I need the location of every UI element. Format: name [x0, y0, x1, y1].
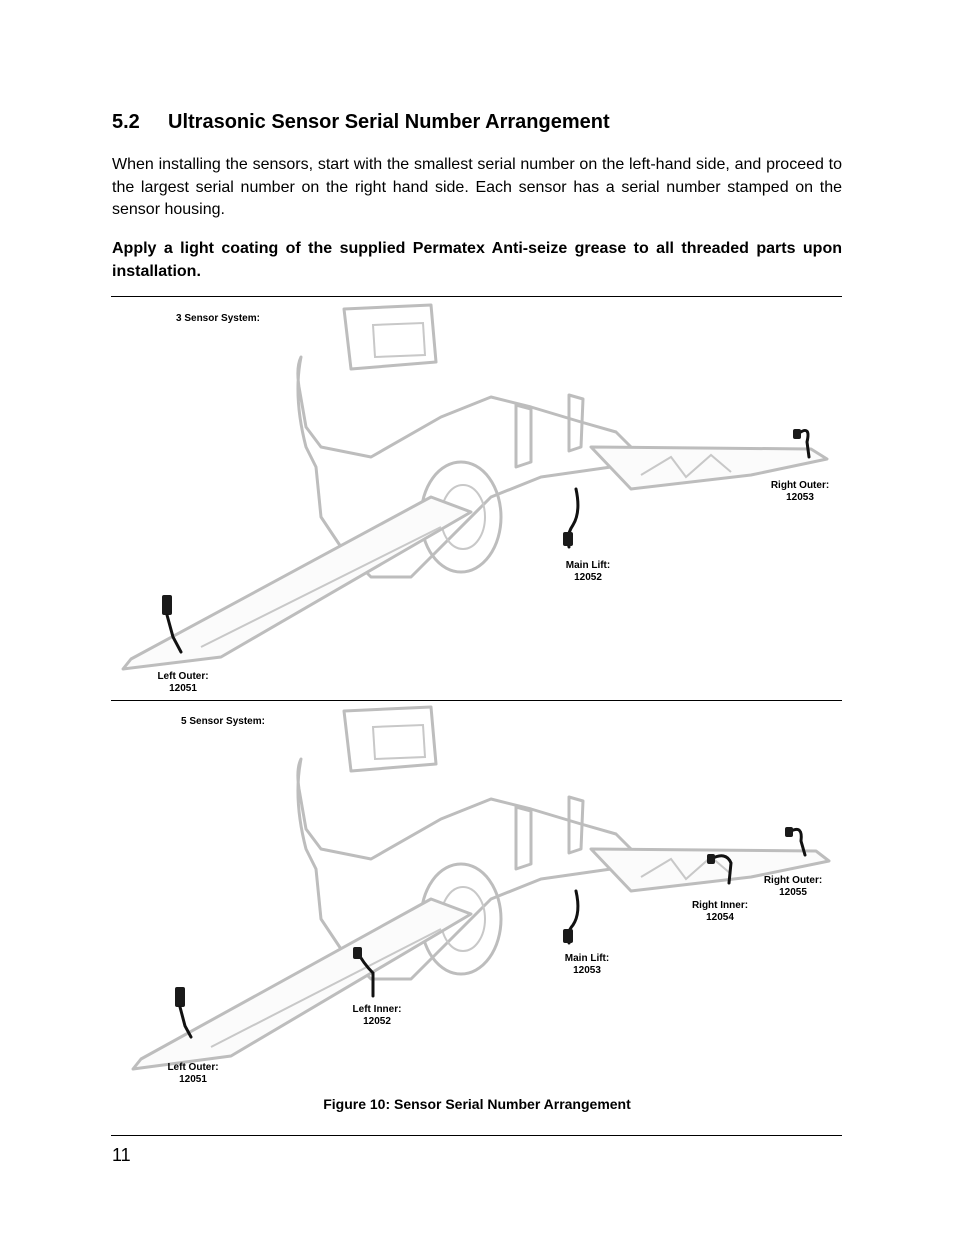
sensor-serial: 12051	[157, 683, 208, 695]
sensor-serial: 12055	[764, 887, 822, 899]
sensor-serial: 12053	[771, 492, 829, 504]
five-sensor-system-label: 5 Sensor System:	[181, 716, 265, 727]
figure-caption: Figure 10: Sensor Serial Number Arrangem…	[0, 1096, 954, 1112]
five-right-outer-callout: Right Outer: 12055	[764, 875, 822, 899]
five-main-lift-callout: Main Lift: 12053	[565, 953, 609, 977]
sensor-name: Main Lift:	[565, 953, 609, 965]
sensor-name: Right Outer:	[771, 480, 829, 492]
sensor-name: Main Lift:	[566, 560, 610, 572]
three-main-lift-callout: Main Lift: 12052	[566, 560, 610, 584]
main-lift-sensor	[563, 489, 578, 547]
intro-paragraph: When installing the sensors, start with …	[112, 154, 842, 222]
three-sensor-sprayer-drawing	[111, 297, 842, 700]
cab-outline	[344, 305, 436, 369]
sensor-name: Right Outer:	[764, 875, 822, 887]
section-title: Ultrasonic Sensor Serial Number Arrangem…	[168, 111, 610, 133]
sensor-name: Left Outer:	[167, 1062, 218, 1074]
left-boom	[133, 899, 471, 1069]
footer-rule	[111, 1135, 842, 1136]
sensor-name: Right Inner:	[692, 900, 748, 912]
five-sensor-figure: 5 Sensor System: Left Outer: 12051 Left …	[111, 701, 842, 1091]
five-sensor-sprayer-drawing	[111, 701, 842, 1091]
three-right-outer-callout: Right Outer: 12053	[771, 480, 829, 504]
section-number: 5.2	[112, 111, 168, 134]
sensor-name: Left Inner:	[353, 1004, 402, 1016]
three-left-outer-callout: Left Outer: 12051	[157, 671, 208, 695]
sensor-serial: 12052	[353, 1016, 402, 1028]
sensor-name: Left Outer:	[157, 671, 208, 683]
five-left-inner-callout: Left Inner: 12052	[353, 1004, 402, 1028]
cab-outline	[344, 707, 436, 771]
sensor-serial: 12054	[692, 912, 748, 924]
sensor-serial: 12053	[565, 965, 609, 977]
page-number: 11	[112, 1145, 131, 1166]
five-left-outer-callout: Left Outer: 12051	[167, 1062, 218, 1086]
main-lift-sensor	[563, 891, 578, 943]
left-outer-sensor	[175, 987, 191, 1037]
five-right-inner-callout: Right Inner: 12054	[692, 900, 748, 924]
sensor-serial: 12051	[167, 1074, 218, 1086]
sensor-serial: 12052	[566, 572, 610, 584]
three-sensor-system-label: 3 Sensor System:	[176, 313, 260, 324]
antiseize-instruction: Apply a light coating of the supplied Pe…	[112, 238, 842, 283]
three-sensor-figure: 3 Sensor System: Left Outer: 12051 Main …	[111, 297, 842, 700]
